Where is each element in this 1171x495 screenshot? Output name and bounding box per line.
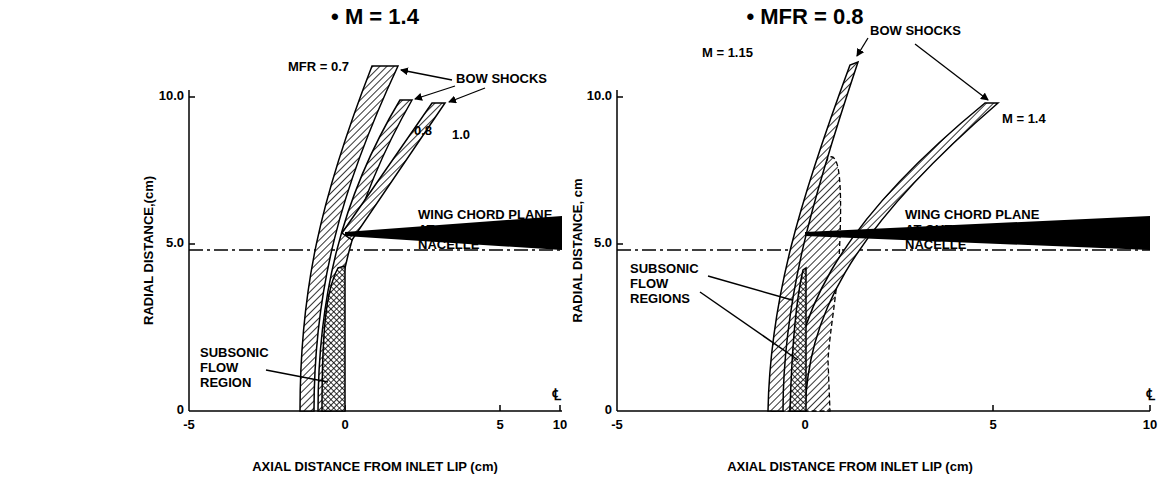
axis-title: AXIAL DISTANCE FROM INLET LIP (cm) [727, 460, 973, 475]
callout-label: BOW SHOCKS [870, 24, 961, 39]
curve-label: 1.0 [452, 128, 470, 143]
curve-label: M = 1.4 [1002, 112, 1046, 127]
region-label: SUBSONIC FLOW REGION [200, 346, 275, 391]
tick-label: 0 [605, 403, 612, 418]
reference-label: WING CHORD PLANE AT OUTBOARD NACELLE [905, 208, 1055, 253]
panel-title: • M = 1.4 [331, 4, 419, 29]
panel-title: • MFR = 0.8 [746, 4, 863, 29]
tick-label: 10.0 [159, 89, 184, 104]
centerline-symbol: ℄ [1146, 386, 1155, 404]
tick-label: 10 [553, 418, 567, 433]
tick-label: -5 [611, 418, 623, 433]
tick-label: 10 [1143, 418, 1157, 433]
curve-label: M = 1.15 [702, 46, 753, 61]
tick-label: -5 [183, 418, 195, 433]
right-panel [617, 38, 1150, 411]
region-label: SUBSONIC FLOW REGIONS [630, 262, 710, 307]
left-panel [189, 66, 562, 411]
curve-label: 0.8 [414, 124, 432, 139]
centerline-symbol: ℄ [552, 386, 561, 404]
tick-label: 5 [989, 418, 996, 433]
curve-label: MFR = 0.7 [288, 60, 349, 75]
tick-label: 5.0 [594, 236, 612, 251]
reference-label: WING CHORD PLANE AT OUTBOARD NACELLE [418, 208, 568, 253]
tick-label: 5 [496, 418, 503, 433]
tick-label: 5.0 [166, 236, 184, 251]
callout-label: BOW SHOCKS [456, 72, 547, 87]
tick-label: 10.0 [587, 89, 612, 104]
tick-label: 0 [341, 418, 348, 433]
axis-title: RADIAL DISTANCE,(cm) [143, 175, 158, 324]
tick-label: 0 [801, 418, 808, 433]
axis-title: AXIAL DISTANCE FROM INLET LIP (cm) [252, 460, 498, 475]
tick-label: 0 [177, 403, 184, 418]
axis-title: RADIAL DISTANCE, cm [571, 178, 586, 322]
